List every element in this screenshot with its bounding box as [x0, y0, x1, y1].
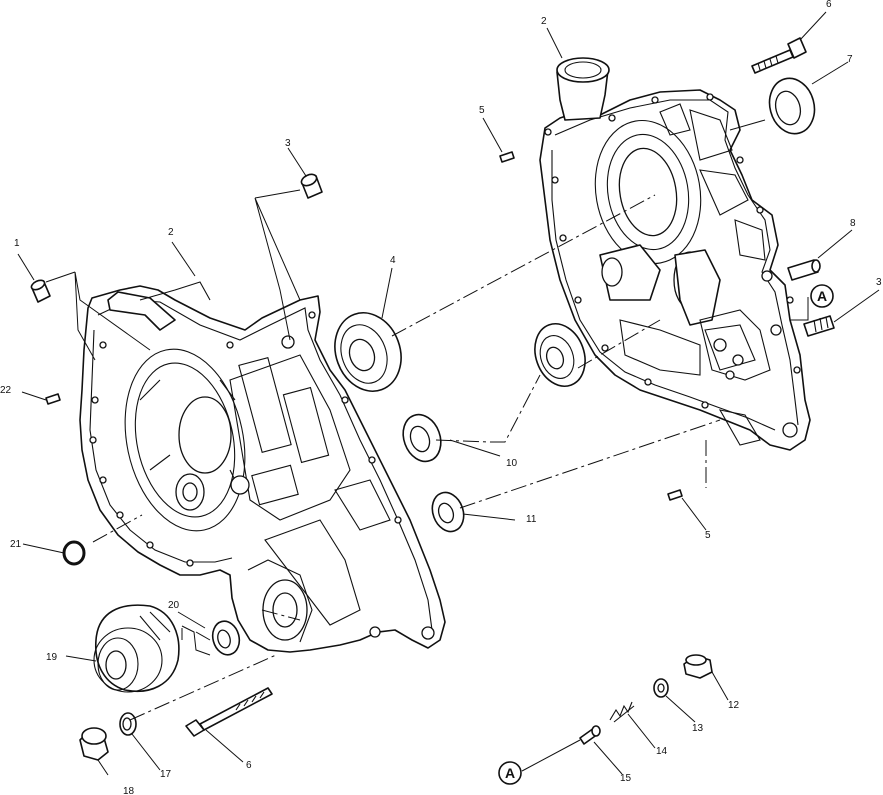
label-5-top: 5: [479, 105, 485, 116]
washer-17: [119, 712, 137, 736]
label-7: 7: [847, 54, 853, 65]
stud-8: [787, 259, 821, 281]
center-lines: [92, 194, 721, 721]
label-8: 8: [850, 218, 856, 229]
right-case-rim-bolts: [544, 93, 801, 409]
callout-a-bottom: A: [498, 761, 522, 785]
label-18: 18: [123, 786, 135, 795]
dowel-pin-22: [45, 393, 61, 405]
oil-seal-20: [211, 620, 241, 656]
o-ring-21: [62, 540, 86, 566]
label-19: 19: [46, 652, 58, 663]
plunger-15: [579, 725, 601, 745]
label-2-left: 2: [168, 227, 174, 238]
label-11: 11: [526, 514, 537, 525]
bolt-16: [185, 687, 273, 737]
bearing-right: [534, 323, 586, 387]
label-15: 15: [620, 773, 632, 784]
dowel-bushing-3: [300, 173, 323, 199]
right-crankcase-half: [539, 57, 811, 451]
callout-a-bottom-label: A: [505, 765, 515, 781]
label-13: 13: [692, 723, 704, 734]
bearing-4: [334, 312, 402, 392]
oil-seal-7: [768, 77, 816, 135]
label-1: 1: [14, 238, 20, 249]
bolt-6: [751, 37, 807, 74]
callout-a-top: A: [810, 284, 834, 308]
bearing-11: [431, 491, 465, 533]
left-case-rim-bolts: [89, 311, 402, 567]
label-14: 14: [656, 746, 668, 757]
fitting-9: [803, 315, 835, 337]
dowel-bushing-1: [30, 279, 51, 303]
label-21: 21: [10, 539, 22, 550]
drain-plug-18: [79, 727, 109, 761]
label-20: 20: [168, 600, 180, 611]
label-4: 4: [390, 255, 396, 266]
washer-13: [653, 678, 669, 698]
intake-neck: [556, 57, 610, 121]
label-12: 12: [728, 700, 740, 711]
label-16: 6: [246, 760, 252, 771]
label-17: 17: [160, 769, 172, 780]
label-10: 10: [506, 458, 518, 469]
left-crankcase-half: [79, 281, 446, 653]
label-2-right: 2: [541, 16, 547, 27]
label-3-right: 3: [876, 277, 882, 288]
leader-lines: [17, 11, 880, 776]
spring-14: [609, 701, 635, 723]
dowel-pin-5-bottom: [667, 489, 683, 501]
plug-12: [683, 654, 713, 679]
callout-a-top-label: A: [817, 288, 827, 304]
label-3-left: 3: [285, 138, 291, 149]
bearing-10: [402, 413, 442, 463]
label-22: 22: [0, 385, 12, 396]
strainer-19: [93, 604, 180, 693]
label-5-bottom: 5: [705, 530, 711, 541]
label-6: 6: [826, 0, 832, 10]
dowel-pin-5-top: [499, 151, 515, 163]
